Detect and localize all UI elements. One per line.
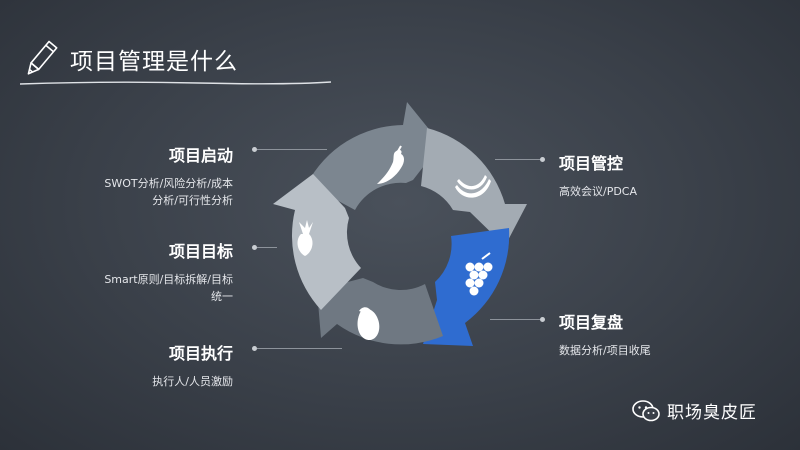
phase-goals-desc-line1: Smart原则/目标拆解/目标 xyxy=(104,273,233,286)
phase-execution-title: 项目执行 xyxy=(168,344,233,363)
phase-initiation-desc: SWOT分析/风险分析/成本 分析/可行性分析 xyxy=(104,175,233,209)
phase-review-title: 项目复盘 xyxy=(559,313,624,332)
phase-control-desc-line1: 高效会议/PDCA xyxy=(559,185,638,198)
phase-goals-title: 项目目标 xyxy=(168,242,233,261)
title-underline xyxy=(19,81,332,85)
page-title: 项目管理是什么 xyxy=(70,49,238,75)
phase-control: 项目管控 高效会议/PDCA xyxy=(559,150,637,200)
grapes-icon xyxy=(465,252,493,296)
phase-execution: 项目执行 执行人/人员激励 xyxy=(152,340,233,390)
pencil-icon xyxy=(27,40,58,75)
phase-goals: 项目目标 Smart原则/目标拆解/目标 统一 xyxy=(104,238,233,305)
brand-name: 职场臭皮匠 xyxy=(667,403,757,423)
chili-icon xyxy=(377,145,404,184)
phase-initiation: 项目启动 SWOT分析/风险分析/成本 分析/可行性分析 xyxy=(104,142,233,209)
connector-dot-goals xyxy=(252,245,257,250)
cycle-segment-execution xyxy=(317,278,443,345)
cycle-diagram xyxy=(273,102,527,346)
connector-dot-review xyxy=(540,317,545,322)
connector-execution xyxy=(257,348,342,349)
brand: 职场臭皮匠 xyxy=(632,398,757,423)
connector-initiation xyxy=(257,149,327,150)
cycle-segment-review xyxy=(423,228,510,346)
cycle-segment-goals xyxy=(273,174,361,310)
phase-review: 项目复盘 数据分析/项目收尾 xyxy=(559,309,651,359)
cycle-segment-initiation xyxy=(307,102,441,210)
eggplant-icon xyxy=(357,307,380,341)
wechat-icon xyxy=(632,399,660,421)
phase-goals-desc: Smart原则/目标拆解/目标 统一 xyxy=(104,271,233,305)
phase-control-desc: 高效会议/PDCA xyxy=(559,183,637,200)
connector-review xyxy=(490,319,540,320)
connector-dot-control xyxy=(540,157,545,162)
banana-icon xyxy=(455,175,491,198)
radish-icon xyxy=(297,220,313,256)
phase-initiation-desc-line2: 分析/可行性分析 xyxy=(152,194,233,207)
phase-control-title: 项目管控 xyxy=(559,154,624,173)
connector-goals xyxy=(257,247,277,248)
phase-review-desc-line1: 数据分析/项目收尾 xyxy=(559,344,651,357)
connector-control xyxy=(495,159,540,160)
connector-dot-initiation xyxy=(252,147,257,152)
phase-execution-desc-line1: 执行人/人员激励 xyxy=(152,375,233,388)
phase-initiation-title: 项目启动 xyxy=(168,146,233,165)
phase-review-desc: 数据分析/项目收尾 xyxy=(559,342,651,359)
phase-goals-desc-line2: 统一 xyxy=(211,290,233,303)
phase-initiation-desc-line1: SWOT分析/风险分析/成本 xyxy=(104,177,233,190)
connector-dot-execution xyxy=(252,346,257,351)
phase-execution-desc: 执行人/人员激励 xyxy=(152,373,233,390)
